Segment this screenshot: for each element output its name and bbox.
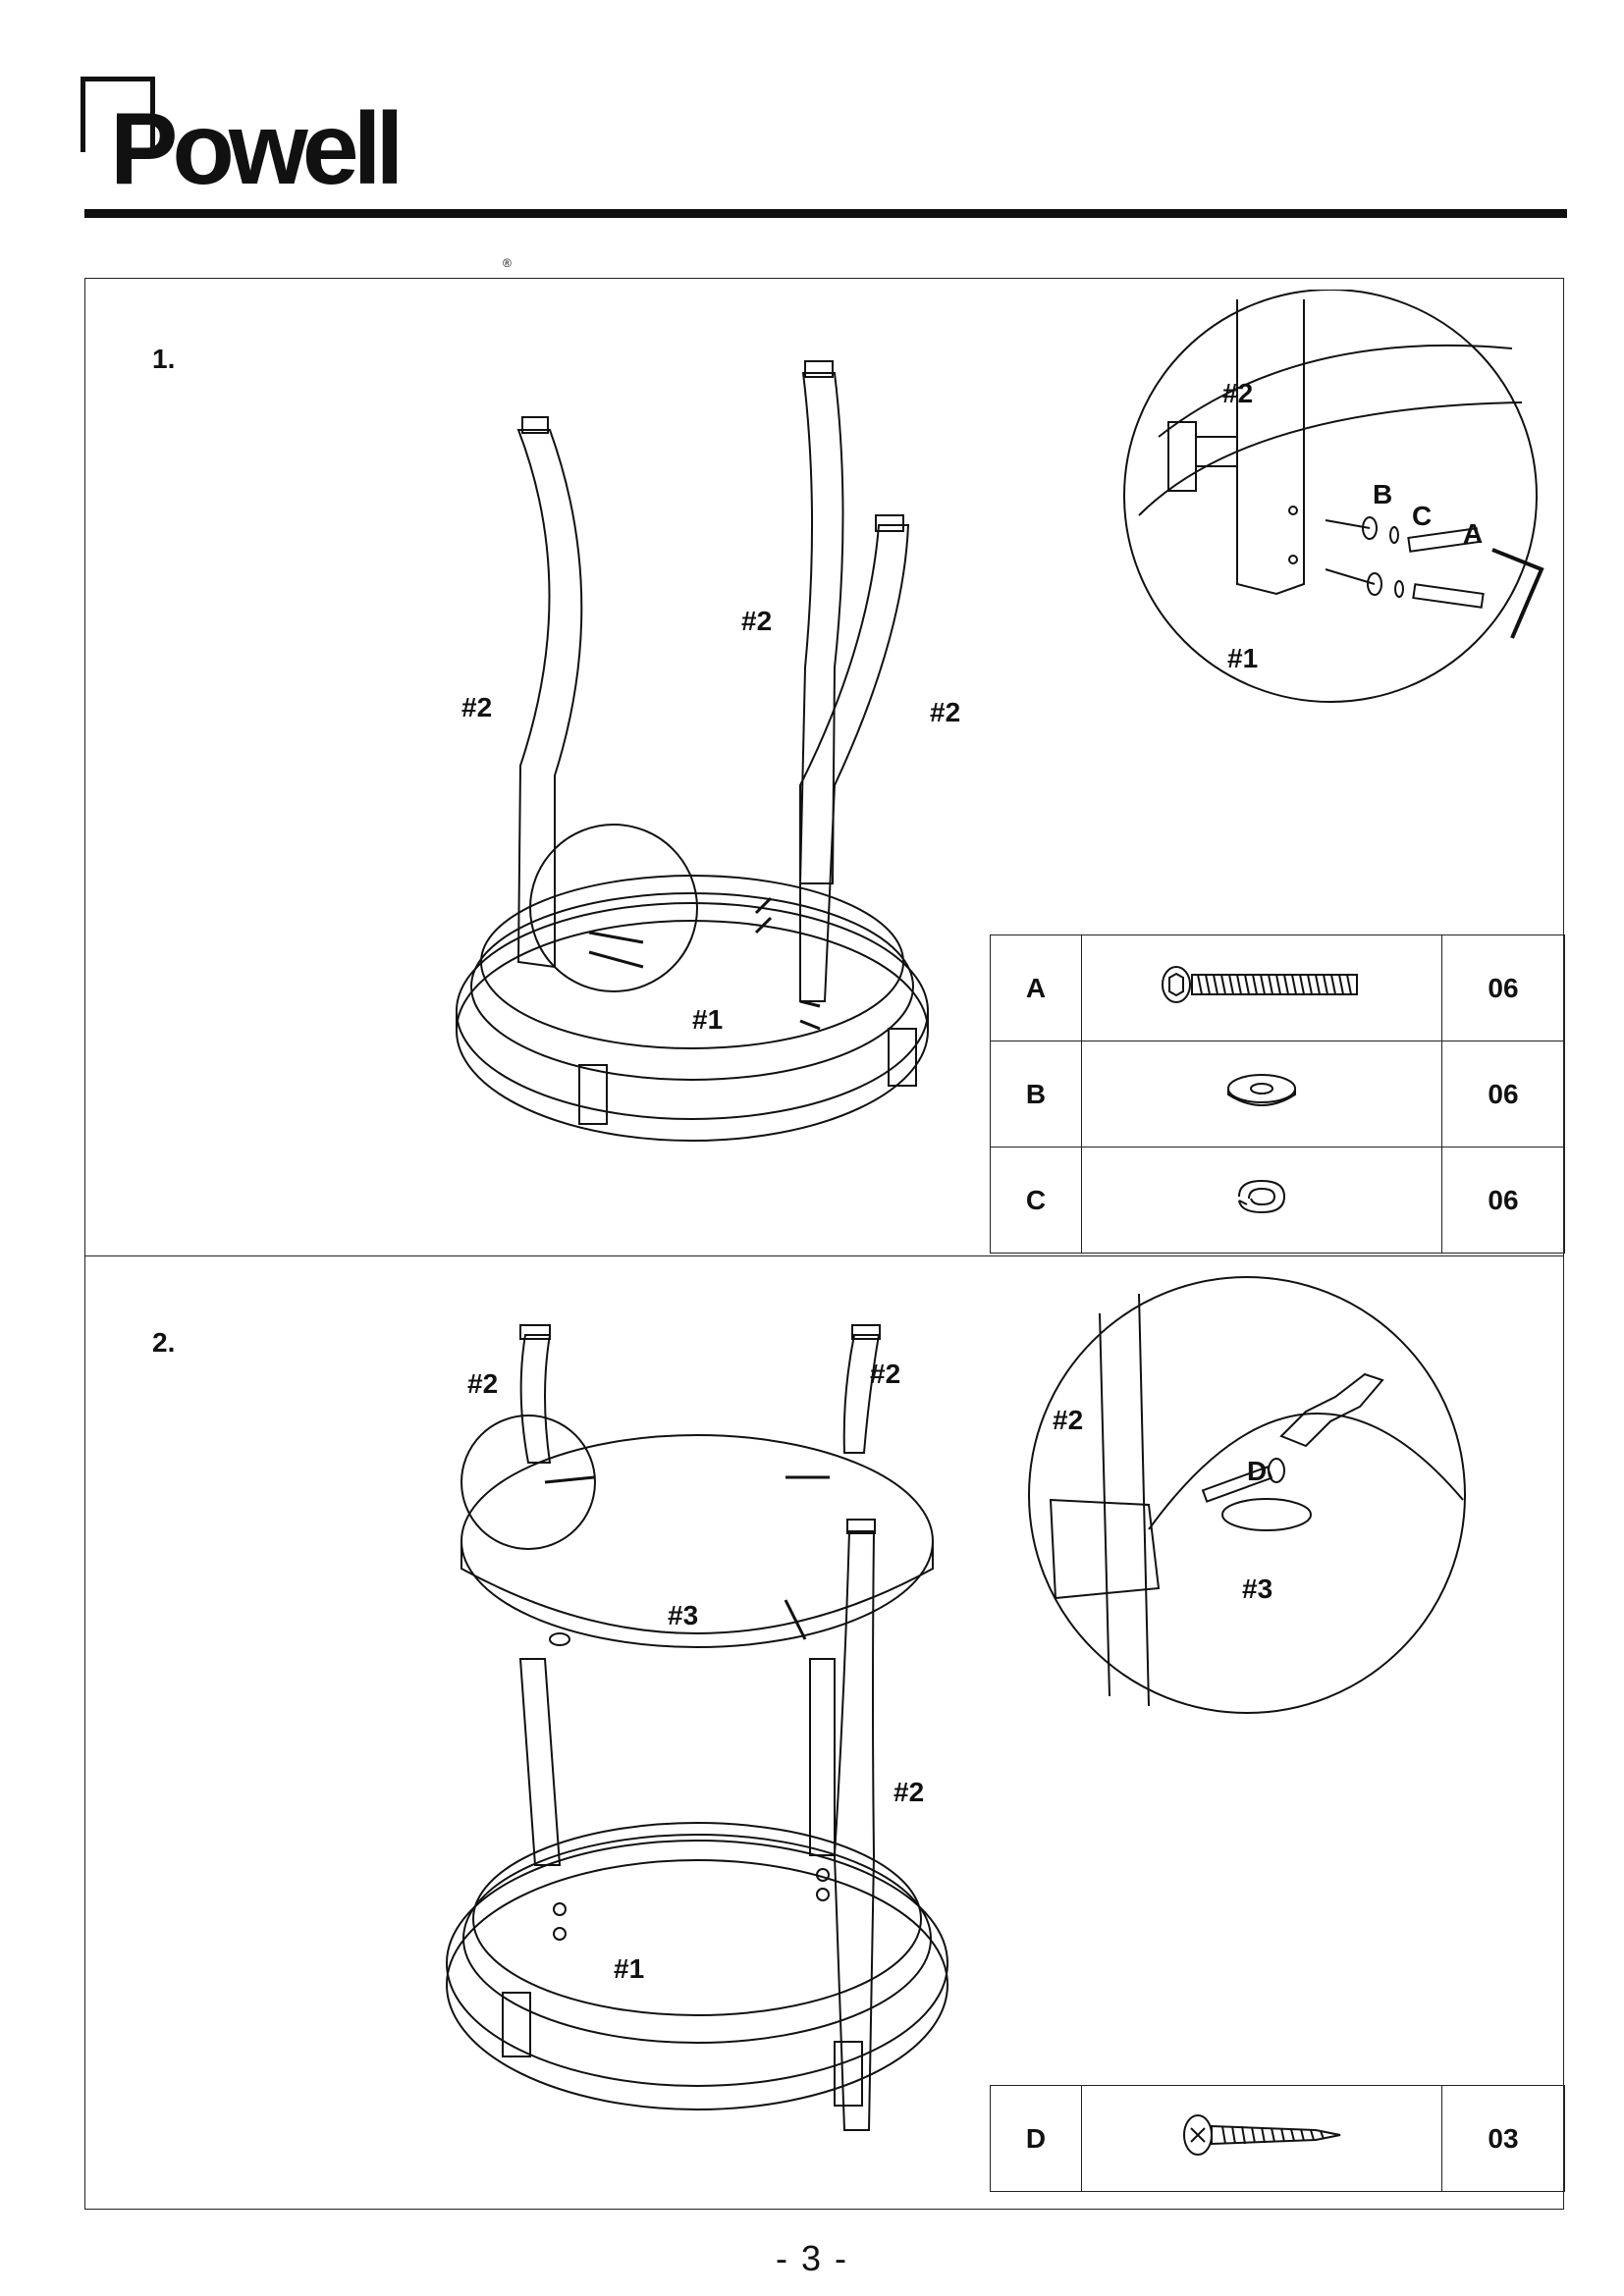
part-quantity: 06 bbox=[1441, 1147, 1565, 1254]
step-2-number: 2. bbox=[152, 1327, 176, 1358]
detail-2-screw-label: D bbox=[1247, 1456, 1267, 1486]
logo-square-mark bbox=[81, 77, 155, 152]
parts-row: C 06 bbox=[990, 1147, 1565, 1254]
step-1-legs bbox=[516, 360, 910, 1002]
parts-row: D 03 bbox=[990, 2085, 1565, 2192]
part-key: B bbox=[990, 1041, 1082, 1148]
step-2-leg-label-front: #2 bbox=[893, 1777, 924, 1807]
step-1-parts-table: A 06 B 06 C bbox=[990, 934, 1565, 1254]
step-1-zoom-circle bbox=[529, 824, 698, 992]
step-2-legs bbox=[518, 1324, 881, 2131]
wood-screw-icon bbox=[1183, 2114, 1341, 2156]
logo-wordmark: Powell bbox=[110, 92, 404, 206]
step-1-detail-diagram: #2 #1 B C A bbox=[1123, 290, 1544, 703]
detail-1-bolt-label: A bbox=[1463, 518, 1483, 549]
step-2-main-diagram: #2 #2 #2 #3 #1 bbox=[446, 1324, 948, 2131]
step-2-screws bbox=[544, 1475, 830, 1640]
detail-1-leg-label: #2 bbox=[1222, 378, 1253, 408]
step-1-leg-label-left: #2 bbox=[461, 692, 492, 722]
step-divider bbox=[84, 1255, 1564, 1256]
allen-key-icon bbox=[1491, 548, 1544, 639]
registered-mark: ® bbox=[503, 256, 512, 270]
part-image-cell bbox=[1081, 1041, 1442, 1148]
part-image-cell bbox=[1081, 934, 1442, 1041]
step-1-leg-label-right: #2 bbox=[930, 697, 960, 727]
step-1-bolts bbox=[588, 896, 821, 1031]
screwdriver-icon bbox=[1279, 1372, 1384, 1448]
detail-2-leg-label: #2 bbox=[1053, 1405, 1083, 1435]
step-2-detail-diagram: #2 D #3 bbox=[1028, 1276, 1466, 1714]
lock-washer-icon bbox=[1238, 1179, 1286, 1214]
step-2-top-disc bbox=[460, 1434, 934, 1648]
detail-leg bbox=[1236, 299, 1305, 596]
step-2-leg-label-left: #2 bbox=[467, 1368, 498, 1399]
detail-2-screw bbox=[1201, 1372, 1384, 1503]
part-quantity: 06 bbox=[1441, 1041, 1565, 1148]
parts-row: B 06 bbox=[990, 1041, 1565, 1148]
part-key: A bbox=[990, 934, 1082, 1041]
part-quantity: 06 bbox=[1441, 934, 1565, 1041]
parts-row: A 06 bbox=[990, 934, 1565, 1041]
detail-hardware bbox=[1325, 516, 1544, 639]
powell-logo: Powell ® bbox=[81, 77, 512, 270]
step-2-zoom-circle bbox=[460, 1415, 596, 1550]
step-1-base-ring bbox=[456, 875, 929, 1142]
part-image-cell bbox=[1081, 1147, 1442, 1254]
step-2-leg-label-right: #2 bbox=[870, 1359, 900, 1389]
hex-bolt-icon bbox=[1162, 966, 1358, 1003]
step-1-base-label: #1 bbox=[692, 1004, 723, 1035]
step-2-parts-table: D 03 bbox=[990, 2085, 1565, 2192]
detail-1-lock-washer-label: C bbox=[1412, 501, 1432, 531]
step-2-base-ring bbox=[446, 1822, 948, 2110]
step-2-base-label: #1 bbox=[614, 1953, 644, 1984]
part-key: D bbox=[990, 2085, 1082, 2192]
detail-2-top-label: #3 bbox=[1242, 1574, 1272, 1604]
detail-2-leg bbox=[1099, 1293, 1150, 1707]
detail-1-base-label: #1 bbox=[1227, 643, 1258, 673]
part-image-cell bbox=[1081, 2085, 1442, 2192]
step-1-number: 1. bbox=[152, 344, 176, 374]
page-number: - 3 - bbox=[775, 2238, 848, 2278]
step-1-leg-label-middle: #2 bbox=[741, 606, 772, 636]
part-quantity: 03 bbox=[1441, 2085, 1565, 2192]
detail-1-washer-label: B bbox=[1373, 479, 1392, 509]
step-1-main-diagram: #2 #2 #2 #1 bbox=[456, 360, 960, 1142]
part-key: C bbox=[990, 1147, 1082, 1254]
flat-washer-icon bbox=[1227, 1074, 1296, 1106]
step-2-top-label: #3 bbox=[668, 1600, 698, 1630]
header-rule bbox=[84, 209, 1567, 218]
